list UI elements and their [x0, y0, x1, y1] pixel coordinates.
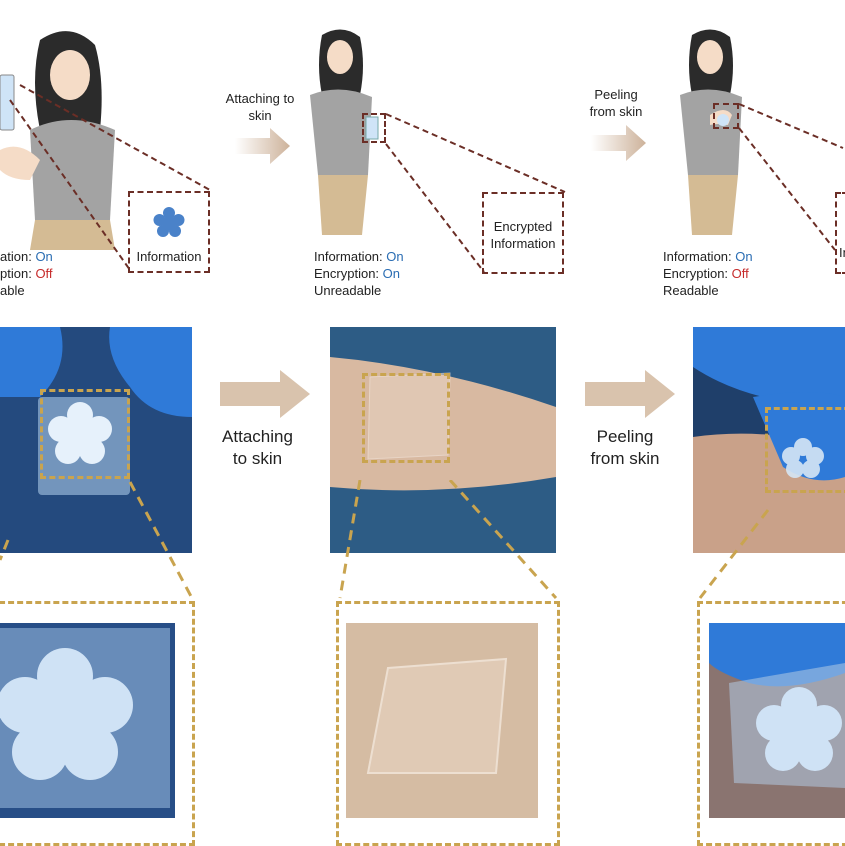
box-label-fragment: In [839, 245, 845, 260]
photo-hydrogel-in-hand [0, 327, 192, 553]
right-arrow-icon [585, 370, 675, 418]
panel3-status-info: Information: On [663, 249, 753, 264]
information-box-label: Information [136, 249, 202, 264]
panel2-status-info: Information: On [314, 249, 404, 264]
panel2-status-readable: Unreadable [314, 283, 382, 298]
panel1-status-readable: able [0, 283, 25, 298]
right-arrow-icon [591, 125, 646, 161]
zoom-box-photo-2 [362, 373, 450, 463]
woman-illustration-1 [0, 31, 115, 250]
encrypted-information-box: Encrypted Information [482, 192, 564, 274]
information-box: Information [128, 191, 210, 273]
zoom-photo-hydrogel-flower [0, 623, 175, 818]
encrypted-label: Encrypted [493, 219, 553, 234]
arm-highlight-box-3 [713, 103, 739, 129]
zoom-box-photo-3 [765, 407, 845, 493]
zoom-photo-peeling [709, 623, 845, 818]
middle-arrow1-label: Attaching to skin [222, 427, 293, 468]
middle-arrow2-label: Peeling from skin [590, 427, 660, 468]
right-arrow-icon [235, 128, 290, 164]
panel3-status-readable: Readable [663, 283, 719, 298]
panel3-status-encryption: Encryption: Off [663, 266, 749, 281]
right-arrow-icon [220, 370, 310, 418]
photo-patch-on-arm [330, 327, 556, 553]
arm-highlight-box-2 [362, 113, 386, 143]
zoom-photo-skin-patch [346, 623, 538, 818]
zoom-guide-lines-3 [738, 103, 844, 251]
panel2-status-encryption: Encryption: On [314, 266, 401, 281]
zoom-box-photo-1 [40, 389, 130, 479]
information-label: Information [490, 236, 556, 251]
flower-icon [153, 207, 185, 237]
woman-illustration-3 [680, 29, 742, 235]
woman-illustration-2 [310, 29, 379, 235]
top-arrow2-label: Peeling from skin [589, 87, 643, 119]
top-arrow1-label: Attaching to skin [225, 91, 295, 123]
zoom-guide-lines-1 [9, 84, 211, 271]
panel1-status-info: ation: On [0, 249, 53, 264]
decrypted-information-box: In [835, 192, 845, 274]
zoom-guide-lines-2 [385, 113, 566, 273]
zoom-guide-lines-gold [0, 480, 770, 601]
panel1-status-encryption: ption: Off [0, 266, 53, 281]
photo-peeling-from-skin [693, 327, 845, 553]
